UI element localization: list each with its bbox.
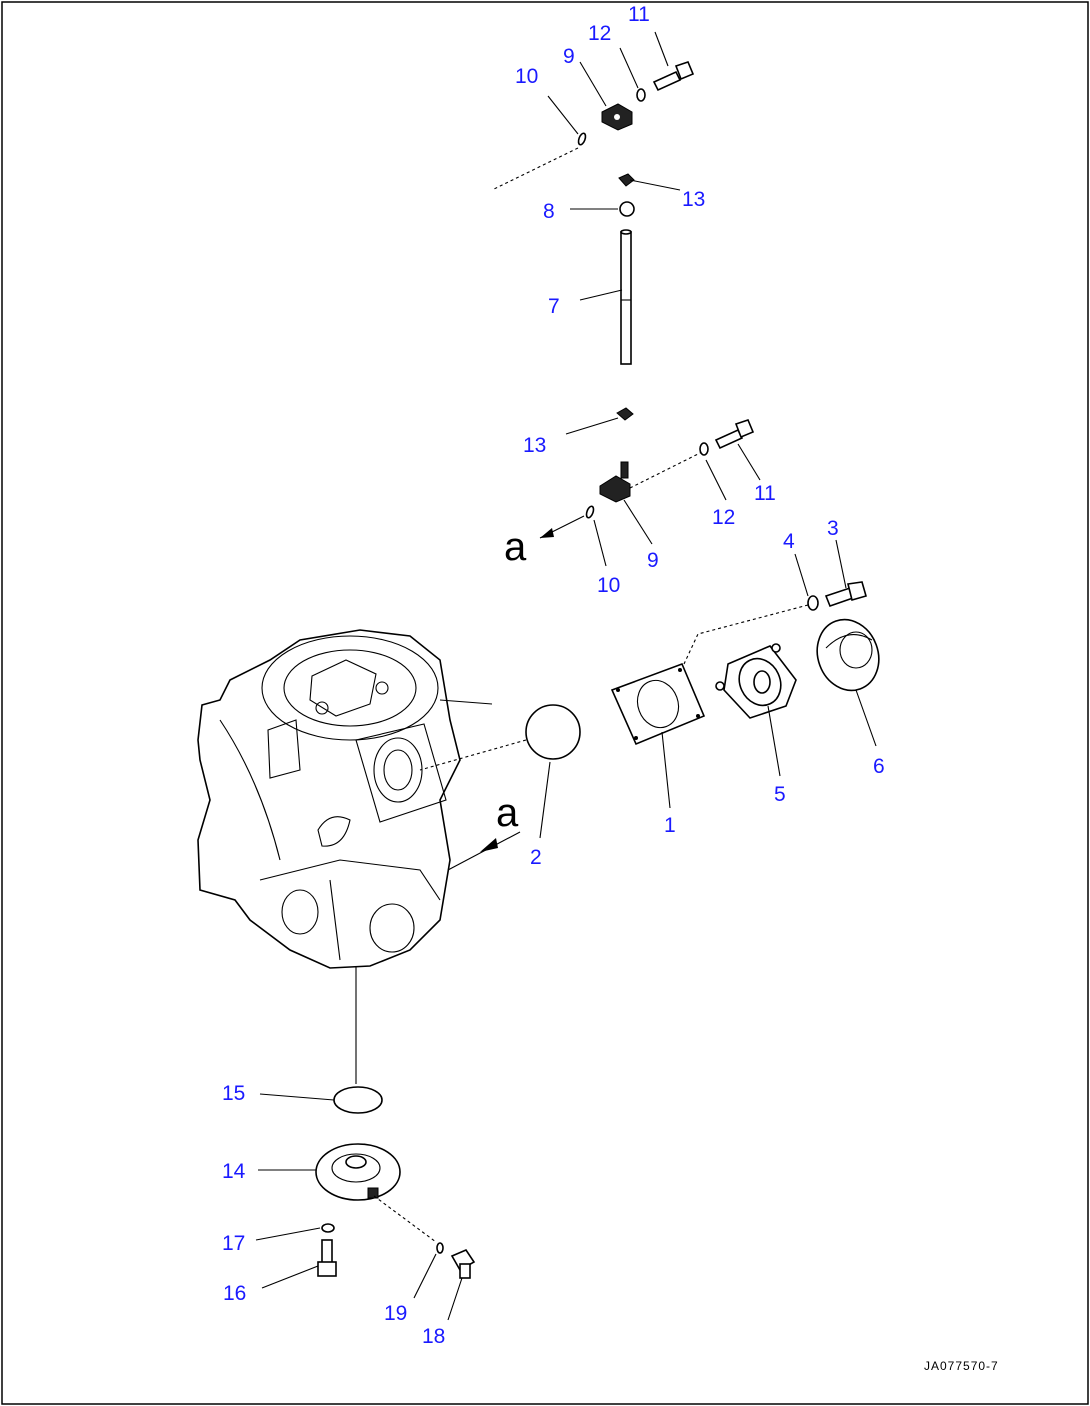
- callout-8: 8: [543, 200, 555, 223]
- view-letter-a-upper: a: [504, 525, 527, 569]
- callout-13-upper: 13: [682, 188, 705, 211]
- part-13-lower: [616, 407, 634, 421]
- view-letter-a-lower: a: [496, 791, 519, 835]
- callout-12-upper: 12: [588, 22, 611, 45]
- part-5-housing: [715, 643, 797, 719]
- part-15-oring: [333, 1086, 383, 1114]
- part-4-washer: [807, 595, 819, 611]
- callout-6: 6: [873, 755, 885, 778]
- part-9-lower: [599, 461, 631, 503]
- callout-12-lower: 12: [712, 506, 735, 529]
- callout-2: 2: [530, 846, 542, 869]
- callout-leaders: [255, 31, 877, 1321]
- callout-9-upper: 9: [563, 45, 575, 68]
- part-6-cover: [816, 618, 880, 692]
- callout-16: 16: [223, 1282, 246, 1305]
- part-10-lower: [539, 505, 595, 539]
- part-12-lower: [699, 442, 709, 456]
- callout-19: 19: [384, 1302, 407, 1325]
- callout-1: 1: [664, 814, 676, 837]
- callout-17: 17: [222, 1232, 245, 1255]
- callout-9-lower: 9: [647, 549, 659, 572]
- part-13-upper: [618, 173, 635, 187]
- part-3-bolt: [824, 581, 867, 608]
- leader-bolt-to-gasket: [683, 604, 809, 665]
- drawing-id: JA077570-7: [924, 1359, 999, 1373]
- part-17-washer: [321, 1223, 335, 1233]
- part-18-plug: [450, 1249, 476, 1279]
- callout-18: 18: [422, 1325, 445, 1348]
- arrow-view-a-lower: [480, 838, 498, 852]
- callout-4: 4: [783, 530, 795, 553]
- part-16-bolt: [317, 1239, 337, 1277]
- part-11-upper: [652, 61, 695, 92]
- callout-11-lower: 11: [754, 482, 776, 505]
- callout-5: 5: [774, 783, 786, 806]
- part-10-upper: [491, 132, 587, 191]
- part-1-gasket: [610, 662, 706, 746]
- callout-13-lower: 13: [523, 434, 546, 457]
- transmission-case: [197, 629, 493, 1084]
- part-11-lower: [714, 419, 755, 450]
- part-8-ball: [619, 201, 635, 217]
- part-14-cover: [315, 1143, 401, 1201]
- callout-10-upper: 10: [515, 65, 538, 88]
- part-12-upper: [636, 88, 646, 102]
- part-19-oring: [436, 1242, 444, 1254]
- part-7-shaft: [620, 229, 632, 365]
- callout-14: 14: [222, 1160, 246, 1183]
- callout-10-lower: 10: [597, 574, 620, 597]
- leader-9-12-lower: [629, 451, 703, 489]
- leader-oring-to-case: [419, 739, 527, 771]
- callout-15: 15: [222, 1082, 245, 1105]
- leader-14-19: [373, 1195, 437, 1243]
- callout-3: 3: [827, 517, 839, 540]
- part-9-upper: [601, 103, 633, 131]
- callout-7: 7: [548, 295, 560, 318]
- callout-11-upper: 11: [628, 3, 650, 26]
- part-2-oring: [525, 704, 581, 760]
